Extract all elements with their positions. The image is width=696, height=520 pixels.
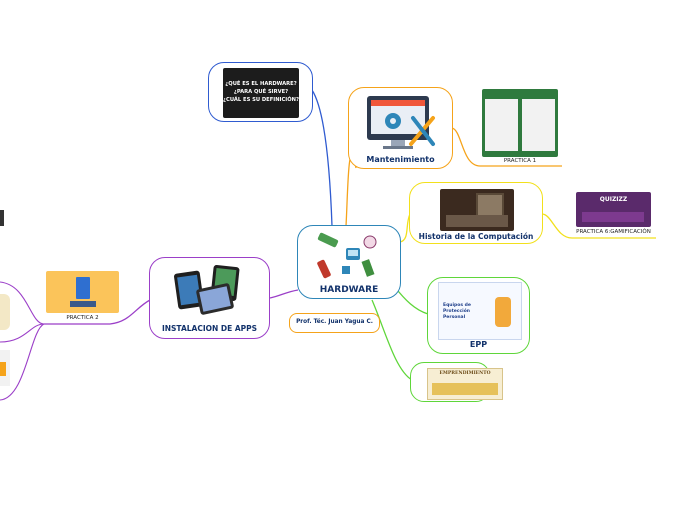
- emprendimiento-image: EMPRENDIMIENTO: [427, 368, 503, 400]
- epp-card-line-1: Equipos de: [443, 303, 471, 308]
- link-left-3: [0, 323, 45, 401]
- epp-card-line-2: Protección: [443, 309, 470, 314]
- link-instalacion: [269, 289, 299, 299]
- link-emprendimiento: [371, 299, 413, 381]
- node-que-es[interactable]: ¿QUÉ ES EL HARDWARE? ¿PARA QUÉ SIRVE? ¿C…: [208, 62, 313, 122]
- left-thumb-3[interactable]: [0, 350, 10, 386]
- emprendimiento-banner: EMPRENDIMIENTO: [439, 371, 491, 376]
- historia-title: Historia de la Computación: [418, 232, 534, 241]
- left-thumb-1[interactable]: [0, 210, 4, 226]
- practica6-label: PRACTICA 6:GAMIFICACIÓN: [576, 229, 651, 235]
- node-hardware[interactable]: HARDWARE: [297, 225, 401, 299]
- autor-text: Prof. Téc. Juan Yagua C.: [296, 319, 373, 325]
- practica1-label: PRACTICA 1: [503, 158, 537, 164]
- practica1-image[interactable]: [482, 89, 558, 157]
- practica2-label: PRACTICA 2: [66, 315, 99, 321]
- instalacion-title: INSTALACION DE APPS: [161, 324, 258, 333]
- link-left-1: [0, 281, 45, 325]
- link-practica2: [44, 299, 151, 325]
- que-es-image: ¿QUÉ ES EL HARDWARE? ¿PARA QUÉ SIRVE? ¿C…: [223, 68, 299, 118]
- left-thumb-2[interactable]: [0, 294, 10, 330]
- mantenimiento-title: Mantenimiento: [366, 155, 435, 164]
- link-practica1: [451, 127, 562, 167]
- link-practica6: [541, 213, 656, 239]
- monitor-gear-tools-icon: [367, 96, 435, 149]
- node-historia[interactable]: Historia de la Computación: [409, 182, 543, 244]
- que-es-line-1: ¿QUÉ ES EL HARDWARE?: [225, 81, 297, 87]
- epp-card-line-3: Personal: [443, 315, 466, 320]
- historia-image: [440, 189, 514, 231]
- epp-title: EPP: [469, 340, 488, 349]
- practica2-image[interactable]: [46, 271, 119, 313]
- tablets-icon: [174, 265, 240, 315]
- node-mantenimiento[interactable]: Mantenimiento: [348, 87, 453, 169]
- node-autor[interactable]: Prof. Téc. Juan Yagua C.: [289, 313, 380, 333]
- node-epp[interactable]: Equipos de Protección Personal EPP: [427, 277, 530, 354]
- hardware-title: HARDWARE: [319, 285, 379, 295]
- practica6-image[interactable]: QUIZIZZ: [576, 192, 651, 227]
- node-emprendimiento[interactable]: EMPRENDIMIENTO: [410, 362, 503, 402]
- que-es-line-3: ¿CUÁL ES SU DEFINICIÓN?: [223, 97, 299, 103]
- quizizz-logo: QUIZIZZ: [599, 196, 628, 203]
- epp-image: Equipos de Protección Personal: [438, 282, 522, 340]
- node-instalacion[interactable]: INSTALACION DE APPS: [149, 257, 270, 339]
- hardware-components-icon: [317, 232, 377, 279]
- que-es-line-2: ¿PARA QUÉ SIRVE?: [233, 89, 289, 95]
- link-que-es: [311, 89, 333, 227]
- link-left-2: [0, 323, 45, 343]
